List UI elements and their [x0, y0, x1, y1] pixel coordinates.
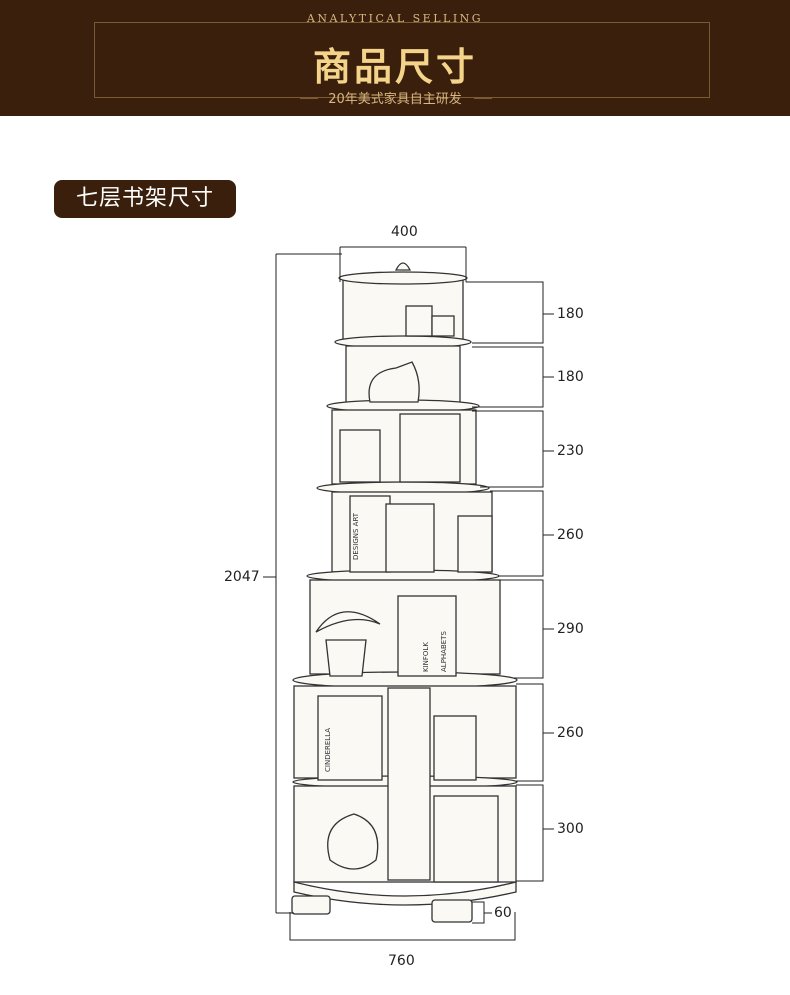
banner-title: 商品尺寸 [312, 44, 477, 89]
shelf-5-bracket [500, 579, 544, 679]
top-width-line [339, 246, 467, 282]
dimension-ticks [263, 313, 554, 914]
shelf-height-2: 180 [557, 369, 584, 385]
tier-1-cap [338, 271, 468, 285]
base [293, 881, 517, 906]
book-2 [385, 503, 435, 573]
shelf-3-bracket [472, 410, 544, 488]
shelf-7-bracket [516, 784, 544, 882]
jar-2 [433, 715, 477, 781]
shelf-height-4: 260 [557, 527, 584, 543]
banner-caption-line-right [474, 98, 492, 99]
jar [339, 429, 381, 483]
total-height-label: 2047 [224, 569, 260, 585]
shelf-2-bracket [472, 346, 544, 408]
urn [327, 813, 379, 870]
shelf-height-1: 180 [557, 306, 584, 322]
book-row [397, 595, 457, 677]
plant [315, 611, 381, 633]
banner-caption: 20年美式家具自主研发 [328, 92, 462, 107]
total-height-line [275, 253, 342, 914]
right-foot [431, 899, 473, 923]
book-stack [349, 495, 391, 573]
picture-frame [457, 515, 493, 573]
book-1 [399, 413, 461, 483]
shelf-height-6: 260 [557, 725, 584, 741]
book-text-designs: DESIGNS ART [352, 512, 360, 560]
canister-1 [405, 305, 433, 337]
header-banner: ANALYTICAL SELLING 商品尺寸 20年美式家具自主研发 [0, 0, 790, 116]
shelf-height-5: 290 [557, 621, 584, 637]
banner-frame [94, 22, 710, 98]
banner-caption-line-left [300, 98, 318, 99]
shelf-4-bracket [490, 490, 544, 577]
finial [394, 262, 412, 271]
plant-pot [325, 639, 367, 677]
book-text-alphabets: ALPHABETS [440, 631, 448, 672]
vase [368, 361, 420, 403]
shelf-6-bracket [516, 683, 544, 782]
shelf-1-bracket [466, 281, 544, 344]
book-4 [433, 795, 499, 883]
top-width-label: 400 [391, 224, 418, 240]
book-text-cinderella: CINDERELLA [324, 728, 332, 772]
book-text-kinfolk: KINFOLK [422, 642, 430, 672]
foot-height-label: 60 [494, 905, 512, 921]
center-column [387, 687, 431, 881]
canister-2 [431, 315, 455, 337]
section-tag: 七层书架尺寸 [54, 180, 236, 218]
bottom-width-label: 760 [388, 953, 415, 969]
bottom-width-line [289, 912, 516, 941]
left-foot [291, 895, 331, 915]
banner-subtitle: ANALYTICAL SELLING [306, 12, 484, 25]
shelf-height-7: 300 [557, 821, 584, 837]
shelf-height-3: 230 [557, 443, 584, 459]
book-3 [317, 695, 383, 781]
foot-height-bracket [472, 901, 485, 924]
